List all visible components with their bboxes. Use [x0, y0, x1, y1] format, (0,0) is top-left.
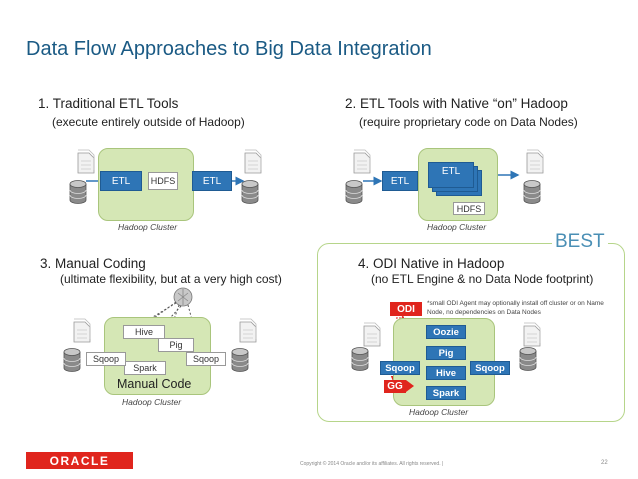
page-number: 22 [601, 460, 608, 466]
section-1-subtitle: (execute entirely outside of Hadoop) [52, 115, 245, 129]
spark-box: Spark [426, 386, 466, 400]
section-3-title: 3. Manual Coding [40, 256, 146, 271]
database-icon [69, 180, 87, 204]
database-icon [63, 348, 81, 372]
pig-box: Pig [158, 338, 194, 352]
odi-badge: ODI [390, 302, 422, 316]
odi-agent-note: *small ODI Agent may optionally install … [427, 300, 604, 316]
section-1-title: 1. Traditional ETL Tools [38, 96, 179, 111]
section-3-subtitle: (ultimate flexibility, but at a very hig… [60, 272, 282, 286]
database-icon [523, 180, 541, 204]
database-icon [351, 347, 369, 371]
doc-icon [353, 149, 371, 174]
sqoop-box: Sqoop [86, 352, 126, 366]
doc-icon [526, 149, 544, 174]
database-icon [231, 348, 249, 372]
section-4-subtitle: (no ETL Engine & no Data Node footprint) [371, 272, 594, 286]
section-2-subtitle: (require proprietary code on Data Nodes) [359, 115, 578, 129]
hdfs-box: HDFS [148, 172, 178, 190]
cluster-label: Hadoop Cluster [118, 222, 178, 232]
database-icon [241, 180, 259, 204]
etl-box: ETL [100, 171, 142, 191]
doc-icon [523, 322, 541, 347]
slide-title: Data Flow Approaches to Big Data Integra… [26, 38, 432, 60]
doc-icon [239, 318, 257, 343]
cluster-label: Hadoop Cluster [122, 397, 182, 407]
coder-icon [173, 287, 193, 307]
oozie-box: Oozie [426, 325, 466, 339]
etl-box: ETL [192, 171, 232, 191]
etl-box: ETL [382, 171, 418, 191]
section-4-title: 4. ODI Native in Hadoop [358, 256, 505, 271]
hive-box: Hive [426, 366, 466, 380]
sqoop-box: Sqoop [470, 361, 510, 375]
cluster-label: Hadoop Cluster [427, 222, 487, 232]
doc-icon [244, 149, 262, 174]
spark-box: Spark [124, 361, 166, 375]
gg-badge: GG [384, 380, 406, 393]
cluster-label: Hadoop Cluster [409, 407, 469, 417]
sqoop-box: Sqoop [380, 361, 420, 375]
manual-code-label: Manual Code [117, 377, 192, 391]
best-label: BEST [552, 231, 608, 253]
copyright-text: Copyright © 2014 Oracle and/or its affil… [300, 461, 444, 467]
gg-arrow [406, 380, 414, 392]
database-icon [519, 347, 537, 371]
database-icon [345, 180, 363, 204]
doc-icon [77, 149, 95, 174]
pig-box: Pig [426, 346, 466, 360]
hive-box: Hive [123, 325, 165, 339]
doc-icon [363, 322, 381, 347]
etl-stack-box: ETL [428, 162, 474, 188]
doc-icon [73, 318, 91, 343]
section-2-title: 2. ETL Tools with Native “on” Hadoop [345, 96, 568, 111]
oracle-logo: ORACLE [26, 452, 133, 469]
hdfs-box: HDFS [453, 202, 485, 215]
sqoop-box: Sqoop [186, 352, 226, 366]
